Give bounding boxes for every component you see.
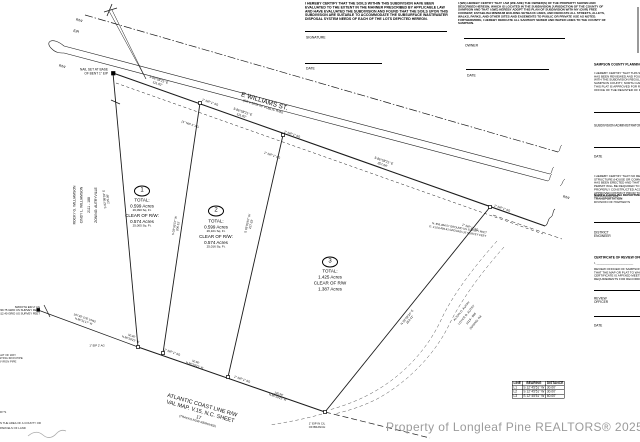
rear-boundary-continuation	[324, 411, 431, 439]
road-rw-line-north	[63, 45, 551, 175]
review-signature-line	[594, 290, 640, 291]
west-boundary	[112, 72, 139, 348]
corner-note-fragment: PARCELS OF LAND	[0, 427, 26, 430]
admin-date-line	[594, 147, 640, 148]
road-rw-line-north2	[63, 52, 549, 182]
date-label: DATE	[594, 324, 603, 328]
realtor-watermark: Property of Longleaf Pine REALTORS® 2025	[386, 420, 640, 434]
divider-lot2-lot3	[227, 134, 284, 378]
district-engineer-label: DISTRICT ENGINEER	[594, 231, 611, 239]
soils-certification-text: I HEREBY CERTIFY THAT THE SOILS WITHIN T…	[305, 2, 448, 22]
date-label: DATE	[306, 67, 315, 71]
planning-header: SAMPSON COUNTY PLANNING AND ZONING	[594, 63, 640, 67]
owner-signature-line	[464, 38, 565, 39]
planning-certification-text: I HEREBY CERTIFY THAT THIS SUBDIVISION P…	[594, 72, 640, 92]
legend-fragment: R/W — RIGHT OF WAY EIP — EXISTING IRON P…	[0, 354, 23, 364]
east-boundary	[324, 206, 491, 413]
signature-line	[305, 31, 447, 32]
road-rw-left-curl	[48, 40, 65, 54]
road-frontage-line	[112, 72, 546, 227]
owner-date-line	[466, 69, 549, 70]
corner-note-fragment: N THE AREA OF A COUNTY OR	[0, 422, 41, 425]
engineer-signature-line	[594, 222, 640, 223]
benchmark-cross	[103, 3, 118, 17]
date-label: DATE	[467, 74, 476, 78]
lot-3-areas: TOTAL: 1.425 Acres CLEAR OF R/W 1.387 Ac…	[313, 268, 347, 292]
review-officer-i-line: I, ______________________	[594, 262, 634, 265]
nail-leader-lines	[108, 9, 147, 80]
ncdot-division-label: DIVISION OF HIGHWAYS	[594, 200, 631, 204]
corner-note-fragment: RY'S	[0, 411, 7, 414]
branch-centerline	[269, 240, 505, 426]
divider-lot1-lot2	[162, 102, 201, 354]
lot-1-areas: TOTAL: 0.599 Acres 26,090 Sq. Ft. CLEAR …	[125, 197, 159, 228]
corner-monuments	[36, 71, 492, 414]
review-date-line	[594, 316, 640, 317]
lot-1-number: 1	[134, 185, 150, 197]
smooth-eir-note: SMOOTH EIR 2' AG N: 455,339.75 GRID US S…	[0, 306, 40, 316]
signature-label: SIGNATURE	[306, 36, 326, 40]
ncdot-dept-label: NORTH CAROLINA DEPARTMENT OF TRANSPORTAT…	[594, 193, 640, 201]
rear-boundary-railroad	[137, 346, 326, 413]
review-officer-text: REVIEW OFFICER OF SAMPSON COUNTY, CERTIF…	[594, 268, 640, 282]
admin-signature-line	[594, 112, 640, 113]
review-officer-header: CERTIFICATE OF REVIEW OFFICER	[594, 256, 640, 260]
lot-3-number: 3	[322, 256, 338, 268]
lot-2-areas: TOTAL: 0.599 Acres 26,101 Sq. Ft. CLEAR …	[199, 218, 233, 249]
review-officer-label: REVIEW OFFICER	[594, 297, 609, 305]
tie-line	[37, 309, 139, 348]
ncdot-certification-text: I HEREBY CERTIFY THAT NO RESIDENCE OR ST…	[594, 175, 640, 199]
pencil-mark	[27, 429, 67, 438]
date-line	[305, 63, 382, 64]
lot-2-number: 2	[208, 205, 224, 217]
owner-label: OWNER	[465, 44, 479, 48]
subdivision-administrator-label: SUBDIVISION ADMINISTRATOR	[594, 124, 640, 128]
road-centerline-dashdot	[84, 14, 559, 153]
road-frontage-dashed	[115, 82, 544, 235]
owner-certification-text: I (WE) HEREBY CERTIFY THAT I AM (WE ARE)…	[458, 2, 606, 26]
date-label: DATE	[594, 155, 603, 159]
